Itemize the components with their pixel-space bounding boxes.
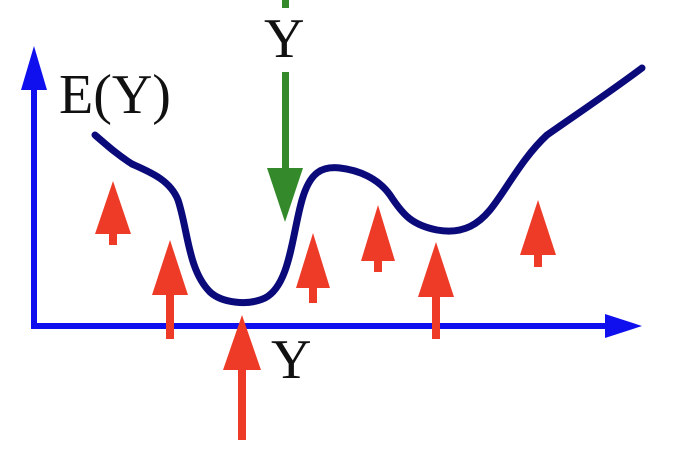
green-arrow-stub	[282, 0, 289, 8]
top-label: Y	[264, 8, 304, 70]
red-arrows	[95, 181, 556, 440]
green-down-arrow-icon	[267, 0, 303, 222]
red-up-arrow-icon	[95, 181, 131, 245]
x-axis-label: Y	[271, 329, 311, 391]
energy-curve	[91, 64, 646, 307]
axes	[21, 46, 642, 338]
red-up-arrow-icon	[361, 205, 395, 272]
red-up-arrow-icon	[418, 242, 454, 339]
y-axis-arrowhead	[21, 46, 47, 90]
red-up-arrow-icon	[520, 200, 556, 267]
y-axis-label: E(Y)	[59, 64, 171, 126]
x-axis-arrowhead	[605, 314, 642, 338]
red-up-arrow-icon	[223, 315, 261, 440]
red-up-arrow-icon	[296, 233, 330, 303]
green-arrow-head	[267, 168, 303, 222]
red-up-arrow-icon	[152, 240, 188, 339]
green-arrow-shaft	[282, 72, 289, 172]
